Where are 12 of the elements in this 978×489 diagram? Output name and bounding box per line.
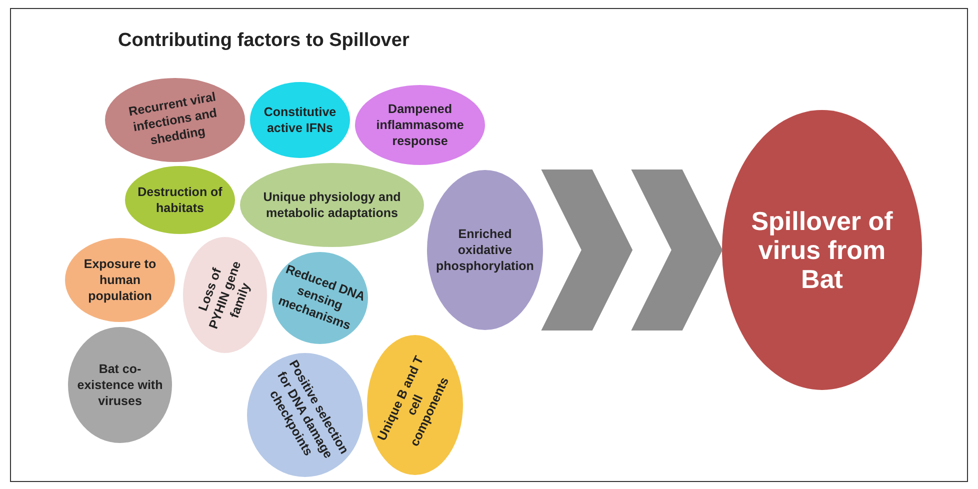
factor-label: Constitutive active IFNs <box>262 104 338 136</box>
factor-label: Destruction of habitats <box>136 184 224 216</box>
result-label: Spillover of virus from Bat <box>750 206 894 294</box>
factor-label: Unique physiology and metabolic adaptations <box>262 189 402 221</box>
title: Contributing factors to Spillover <box>118 30 410 52</box>
chevron-arrow <box>541 170 723 330</box>
factor-label: Enriched oxidative phosphorylation <box>435 226 535 274</box>
factor-label: Dampened inflammasome response <box>375 101 465 149</box>
factor-label: Bat co-existence with viruses <box>76 361 164 409</box>
factor-label: Exposure to human population <box>82 256 158 304</box>
factor-label: Recurrent viral infections and shedding <box>126 88 219 150</box>
factor-label: Loss of PYHIN gene family <box>194 258 254 333</box>
